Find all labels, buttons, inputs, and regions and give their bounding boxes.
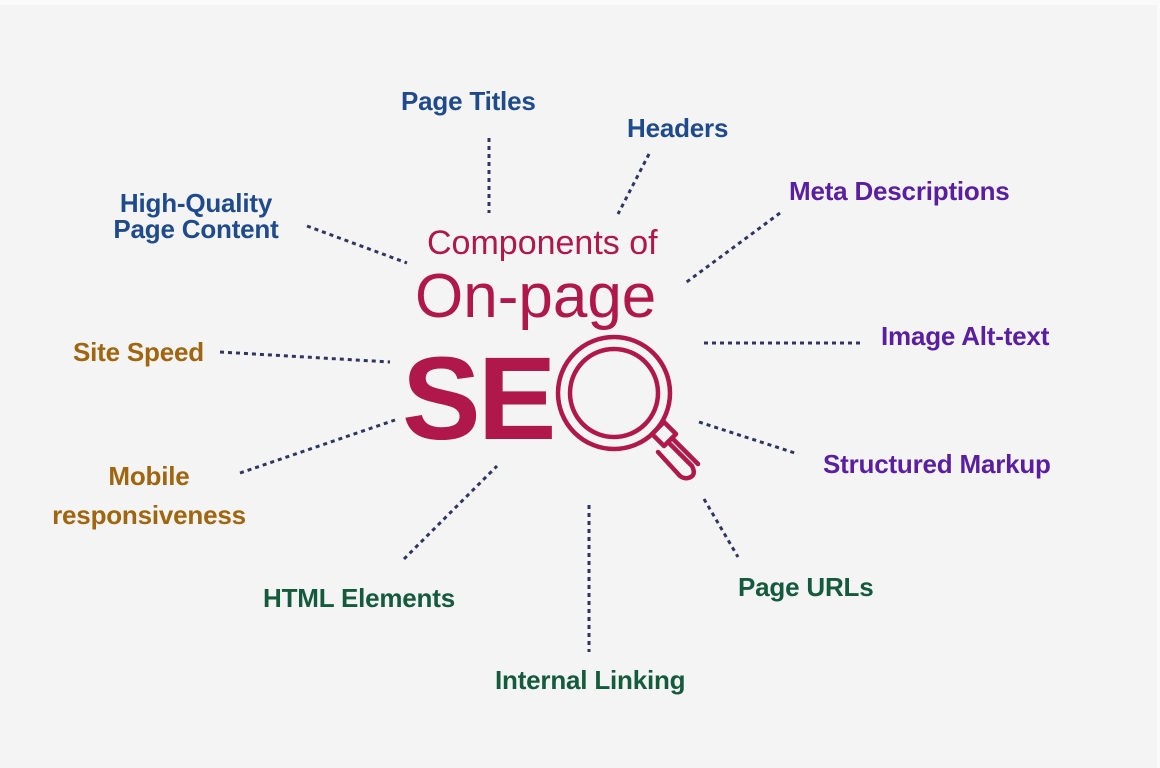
title-seo: SE — [402, 340, 556, 458]
connector-page-urls — [702, 498, 740, 558]
connector-mobile-responsiveness — [239, 418, 396, 475]
component-mobile-responsiveness: Mobile responsiveness — [40, 457, 258, 535]
component-meta-descriptions: Meta Descriptions — [789, 176, 1010, 206]
component-structured-markup: Structured Markup — [823, 449, 1051, 479]
component-page-titles: Page Titles — [401, 86, 536, 116]
title-seo-text: SE — [402, 333, 556, 465]
component-high-quality-line2: Page Content — [113, 214, 279, 244]
connector-headers — [616, 153, 651, 215]
title-on-page: On-page — [415, 262, 657, 331]
connector-site-speed — [219, 350, 391, 364]
component-page-urls: Page URLs — [738, 572, 874, 602]
image-border-top — [0, 0, 1160, 5]
connector-meta-descriptions — [683, 211, 781, 286]
image-border-right — [1157, 0, 1160, 768]
connector-structured-markup — [698, 420, 799, 456]
component-high-quality-line1: High-Quality — [119, 188, 273, 218]
component-mobile-line1: Mobile — [108, 461, 190, 491]
component-internal-linking: Internal Linking — [495, 665, 686, 695]
component-image-alt-text: Image Alt-text — [881, 321, 1050, 351]
component-mobile-line2: responsiveness — [52, 500, 246, 530]
connector-high-quality-content — [306, 224, 408, 265]
component-site-speed: Site Speed — [73, 337, 204, 367]
connector-html-elements — [402, 464, 499, 561]
component-high-quality-page-content: High-Quality Page Content — [102, 190, 290, 242]
title-components-of: Components of — [427, 224, 658, 262]
component-headers: Headers — [627, 113, 729, 143]
magnifying-glass-icon — [555, 334, 701, 481]
component-html-elements: HTML Elements — [263, 583, 455, 613]
